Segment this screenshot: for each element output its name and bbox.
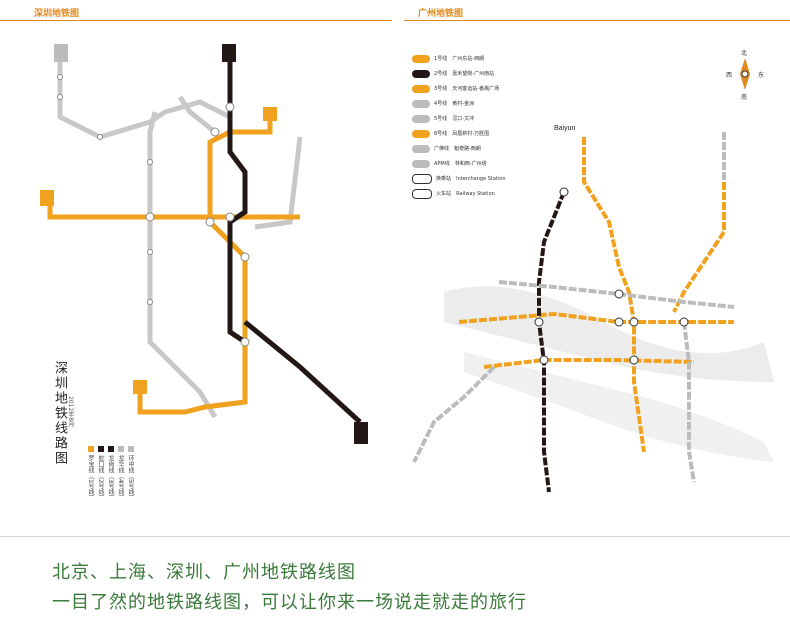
sz-terminal-badge [222, 44, 236, 62]
sz-interchange [240, 252, 250, 262]
shenzhen-map-panel: 深圳地铁图 [0, 6, 392, 546]
sz-line-2-se [243, 320, 362, 424]
sz-line-grey-4 [254, 136, 303, 230]
shenzhen-header-label: 深圳地铁图 [34, 9, 80, 19]
sz-terminal-badge [354, 422, 368, 444]
gz-line-3-north [672, 182, 726, 313]
gz-legend-row: 3号线 天河客运站-番禺广场 [412, 81, 552, 96]
sz-interchange [225, 212, 235, 222]
gz-legend-row: 8号线 凤凰新村-万胜围 [412, 126, 552, 141]
gz-line-4 [682, 321, 696, 483]
gz-legend-row: 火车站 Railway Station [412, 186, 552, 201]
sz-terminal-badge [263, 107, 277, 121]
sz-line-grey-north [177, 95, 217, 134]
sz-station [57, 94, 63, 100]
gz-interchange [614, 289, 624, 299]
sz-line-3 [137, 117, 273, 415]
gz-interchange [679, 317, 689, 327]
gz-baiyun-label: Baiyun [554, 125, 576, 132]
shenzhen-metro-map [40, 44, 368, 444]
gz-river-shape [464, 352, 774, 462]
sz-terminal-badge [54, 44, 68, 62]
sz-legend-item: 蛇口线（2号线） [96, 446, 105, 501]
shenzhen-title: 深圳地铁线路图 [52, 361, 67, 466]
sz-interchange [205, 217, 215, 227]
sz-legend-item: 龙岗线（3号线） [106, 446, 115, 501]
caption-line-2: 一目了然的地铁路线图，可以让你来一场说走就走的旅行 [52, 592, 527, 613]
shenzhen-date: 2012年8月 [67, 396, 74, 428]
gz-interchange [629, 355, 639, 365]
caption-line-1: 北京、上海、深圳、广州地铁路线图 [52, 562, 356, 583]
guangzhou-header-label: 广州地铁图 [418, 9, 464, 19]
gz-interchange [559, 187, 569, 197]
guangzhou-map-panel: 广州地铁图 1号线 广州东站-西朗 2号线 嘉禾望岗-广州南站 3号线 天河客运… [404, 6, 790, 546]
sz-terminal-badge [40, 190, 54, 206]
separator-line [0, 536, 790, 537]
sz-station [147, 299, 153, 305]
sz-line-grey-loop [147, 111, 218, 419]
sz-terminals [222, 44, 368, 444]
sz-interchange [240, 337, 250, 347]
guangzhou-metro-map: Baiyun [412, 125, 774, 493]
gz-legend-row: APM线 林和西-广州塔 [412, 156, 552, 171]
gz-line-3 [582, 137, 646, 453]
sz-legend-item: 环中线（5号线） [126, 446, 135, 501]
sz-station [97, 134, 103, 140]
gz-line-8 [483, 358, 695, 369]
gz-interchange [614, 317, 624, 327]
gz-legend-row: 4号线 黄村-金洲 [412, 96, 552, 111]
gz-legend-row: 2号线 嘉禾望岗-广州南站 [412, 66, 552, 81]
gz-legend-row: 广佛线 魁奇路-西朗 [412, 141, 552, 156]
sz-line-2 [227, 62, 248, 345]
gz-legend-row: 5号线 滘口-文冲 [412, 111, 552, 126]
sz-interchange [225, 102, 235, 112]
gz-interchange [539, 355, 549, 365]
sz-legend-item: 龙华线（4号线） [116, 446, 125, 501]
gz-legend-row: 换乘站 Interchange Station [412, 171, 552, 186]
sz-station [147, 159, 153, 165]
shenzhen-header: 深圳地铁图 [0, 6, 392, 21]
sz-interchange [210, 127, 220, 137]
sz-station [147, 249, 153, 255]
compass-icon: 北 南 西 东 [726, 50, 765, 101]
gz-interchange [534, 317, 544, 327]
sz-terminal-badge [133, 380, 147, 394]
gz-legend: 1号线 广州东站-西朗 2号线 嘉禾望岗-广州南站 3号线 天河客运站-番禺广场… [412, 51, 552, 201]
sz-line-1 [47, 197, 300, 220]
gz-legend-row: 1号线 广州东站-西朗 [412, 51, 552, 66]
sz-stations [57, 74, 250, 347]
guangzhou-header: 广州地铁图 [404, 6, 790, 21]
gz-line-gf [412, 365, 496, 463]
gz-interchange [629, 317, 639, 327]
sz-interchange [145, 212, 155, 222]
sz-legend-item: 罗宝线（1号线） [86, 446, 95, 501]
sz-station [57, 74, 63, 80]
gz-river-shape [444, 286, 774, 382]
